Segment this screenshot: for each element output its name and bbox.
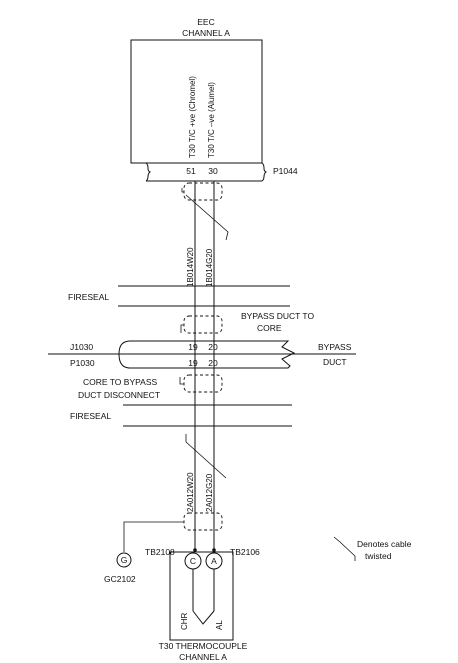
shield-oval-2 [183,315,223,334]
thermocouple-chr: CHR [180,612,189,630]
eec-unit: EEC CHANNEL A T30 T/C +ve (Chromel) T30 … [130,17,298,182]
eec-box [130,39,263,164]
shield-drain-3 [179,377,184,385]
connector-p-label: P1030 [70,358,95,368]
fireseal-upper-label: FIRESEAL [68,292,109,302]
legend-twist-icon [333,536,356,561]
fireseal-lower-label: FIRESEAL [70,411,111,421]
shield-2: BYPASS DUCT TO CORE [180,311,314,334]
ground-terminal [116,552,132,568]
thermocouple-al: AL [215,620,224,630]
thermocouple-title-line1: T30 THERMOCOUPLE [159,641,248,651]
terminal-chromel-letter: C [190,556,196,566]
eec-signal-neg: T30 T/C –ve (Alumel) [207,82,216,158]
upper-shield [181,182,229,241]
bypass-duct-label-line2: DUCT [323,357,347,367]
ground-letter: G [121,555,128,565]
wire-pair [194,181,215,550]
shield-3: CORE TO BYPASS DUCT DISCONNECT [78,374,223,400]
thermocouple-junction [192,610,215,625]
shield-oval-4 [183,512,223,531]
junction-dot-1 [193,548,197,552]
twist-mark-lower [185,434,227,479]
eec-title-line1: EEC [197,17,214,27]
ground-drain-wire [123,521,184,552]
connector-j-label: J1030 [70,342,93,352]
connector-p1044-right [261,162,267,182]
junction-dot-2 [212,548,216,552]
bypass-core-note-line2: CORE [257,323,282,333]
shield-4-ground: G GC2102 [104,512,223,584]
p-pin-2: 20 [208,358,218,368]
connector-body [118,340,296,369]
legend-line1: Denotes cable [357,539,412,549]
shield-oval-3 [183,374,223,393]
bypass-core-note-line1: BYPASS DUCT TO [241,311,314,321]
fireseal-lower: FIRESEAL [70,404,292,427]
eec-pin-pos: 51 [186,166,196,176]
upper-wire-pos: 1B014W20 [186,247,195,287]
connector-p1044-label: P1044 [273,166,298,176]
ground-id: GC2102 [104,574,136,584]
shield-oval-1 [183,182,223,201]
shield-drain-1 [181,188,184,193]
tb-chr-label: TB2108 [145,547,175,557]
terminal-alumel-letter: A [211,556,217,566]
j-pin-1: 19 [188,342,198,352]
fireseal-upper: FIRESEAL [68,285,290,307]
eec-title-line2: CHANNEL A [182,28,230,38]
disconnect-j1030-p1030: J1030 P1030 19 20 19 20 BYPASS DUCT [48,340,356,369]
lower-wire-neg: 2A012G20 [205,473,214,512]
shield-drain-2 [180,324,184,333]
p-pin-1: 19 [188,358,198,368]
connector-p1044-left [145,162,151,182]
tb-al-label: TB2106 [230,547,260,557]
thermocouple-housing [169,551,234,641]
eec-pin-neg: 30 [208,166,218,176]
terminal-blocks: TB2108 TB2106 C A [145,547,260,570]
upper-wire-neg: 1B014G20 [205,248,214,287]
lower-wire-pos: 2A012W20 [186,472,195,512]
eec-signal-pos: T30 T/C +ve (Chromel) [188,76,197,158]
bypass-duct-label-line1: BYPASS [318,342,352,352]
core-note-line2: DUCT DISCONNECT [78,390,160,400]
legend: Denotes cable twisted [333,536,412,561]
core-note-line1: CORE TO BYPASS [83,377,157,387]
twist-mark-upper [185,194,229,241]
thermocouple-title-line2: CHANNEL A [179,652,227,662]
legend-line2: twisted [365,551,392,561]
thermocouple: CHR AL T30 THERMOCOUPLE CHANNEL A [159,551,248,662]
j-pin-2: 20 [208,342,218,352]
